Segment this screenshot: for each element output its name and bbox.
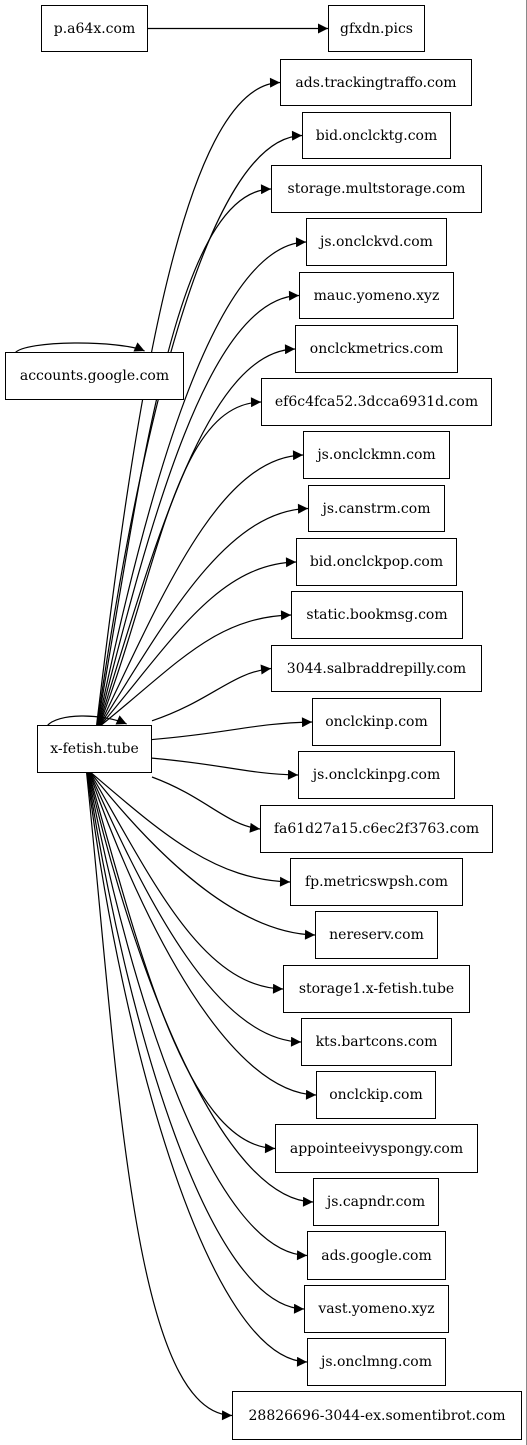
node-fa61d27a15-c6ec2f3763-com: fa61d27a15.c6ec2f3763.com: [260, 805, 493, 853]
edge-accounts-google-com-to-accounts-google-com: [14, 342, 145, 354]
node-onclckip-com: onclckip.com: [316, 1071, 436, 1119]
edge-x-fetish-tube-to-onclckinp-com: [151, 717, 313, 741]
edge-x-fetish-tube-to-static-bookmsg-com: [100, 610, 292, 726]
edge-x-fetish-tube-to-kts-bartcons-com: [89, 772, 302, 1047]
edge-x-fetish-tube-to-28826696-3044-ex-somentibrot-com: [86, 772, 233, 1421]
node-js-onclckinpg-com: js.onclckinpg.com: [298, 751, 455, 799]
node-accounts-google-com: accounts.google.com: [5, 352, 184, 400]
node-kts-bartcons-com: kts.bartcons.com: [301, 1018, 452, 1066]
node-mauc-yomeno-xyz: mauc.yomeno.xyz: [299, 272, 454, 319]
node-storage-multstorage-com: storage.multstorage.com: [271, 165, 482, 213]
node-p-a64x-com: p.a64x.com: [41, 5, 148, 52]
edge-x-fetish-tube-to-js-capndr-com: [87, 772, 314, 1207]
node-x-fetish-tube: x-fetish.tube: [37, 725, 152, 773]
edge-x-fetish-tube-to-fa61d27a15-c6ec2f3763-com: [151, 776, 261, 833]
node-ads-google-com: ads.google.com: [307, 1231, 446, 1280]
edge-x-fetish-tube-to-js-onclckvd-com: [97, 237, 307, 726]
edge-x-fetish-tube-to-ads-trackingtraffo-com: [96, 77, 281, 726]
edge-x-fetish-tube-to-ef6c4fca52-3dcca6931d-com: [98, 397, 262, 726]
edge-x-fetish-tube-to-js-onclckinpg-com: [151, 757, 299, 780]
edge-x-fetish-tube-to-js-onclmng-com: [86, 772, 308, 1367]
edge-x-fetish-tube-to-mauc-yomeno-xyz: [97, 290, 300, 726]
edge-x-fetish-tube-to-fp-metricswpsh-com: [90, 772, 291, 887]
node-28826696-3044-ex-somentibrot-com: 28826696-3044-ex.somentibrot.com: [232, 1391, 522, 1440]
node-js-canstrm-com: js.canstrm.com: [308, 485, 445, 532]
node-bid-onclcktg-com: bid.onclcktg.com: [302, 112, 451, 159]
edge-x-fetish-tube-to-js-canstrm-com: [99, 503, 309, 726]
edge-x-fetish-tube-to-onclckip-com: [88, 772, 317, 1100]
node-nereserv-com: nereserv.com: [315, 911, 438, 959]
node-bid-onclckpop-com: bid.onclckpop.com: [296, 538, 457, 586]
edge-x-fetish-tube-to-bid-onclckpop-com: [100, 557, 297, 726]
node-js-onclckmn-com: js.onclckmn.com: [303, 431, 450, 479]
edge-x-fetish-tube-to-storage1-x-fetish-tube: [89, 772, 284, 994]
node-vast-yomeno-xyz: vast.yomeno.xyz: [304, 1285, 449, 1333]
node-storage1-x-fetish-tube: storage1.x-fetish.tube: [283, 965, 470, 1013]
edge-x-fetish-tube-to-ads-google-com: [87, 772, 308, 1261]
edge-x-fetish-tube-to-x-fetish-tube: [46, 715, 127, 727]
edge-x-fetish-tube-to-vast-yomeno-xyz: [86, 772, 305, 1314]
node-static-bookmsg-com: static.bookmsg.com: [291, 591, 463, 639]
node-js-onclckvd-com: js.onclckvd.com: [306, 218, 447, 266]
edge-x-fetish-tube-to-nereserv-com: [90, 772, 316, 940]
node-js-onclmng-com: js.onclmng.com: [307, 1338, 446, 1386]
edge-x-fetish-tube-to-3044-salbraddrepilly-com: [151, 664, 272, 722]
node-3044-salbraddrepilly-com: 3044.salbraddrepilly.com: [271, 645, 482, 692]
node-onclckinp-com: onclckinp.com: [312, 698, 441, 746]
node-ads-trackingtraffo-com: ads.trackingtraffo.com: [280, 59, 472, 106]
node-gfxdn-pics: gfxdn.pics: [328, 5, 425, 52]
node-appointeeivyspongy-com: appointeeivyspongy.com: [275, 1124, 478, 1173]
node-onclckmetrics-com: onclckmetrics.com: [295, 325, 458, 373]
node-ef6c4fca52-3dcca6931d-com: ef6c4fca52.3dcca6931d.com: [261, 378, 492, 426]
edge-x-fetish-tube-to-js-onclckmn-com: [99, 450, 304, 726]
node-fp-metricswpsh-com: fp.metricswpsh.com: [290, 858, 463, 906]
edge-x-fetish-tube-to-bid-onclcktg-com: [96, 130, 303, 726]
node-js-capndr-com: js.capndr.com: [313, 1178, 439, 1226]
